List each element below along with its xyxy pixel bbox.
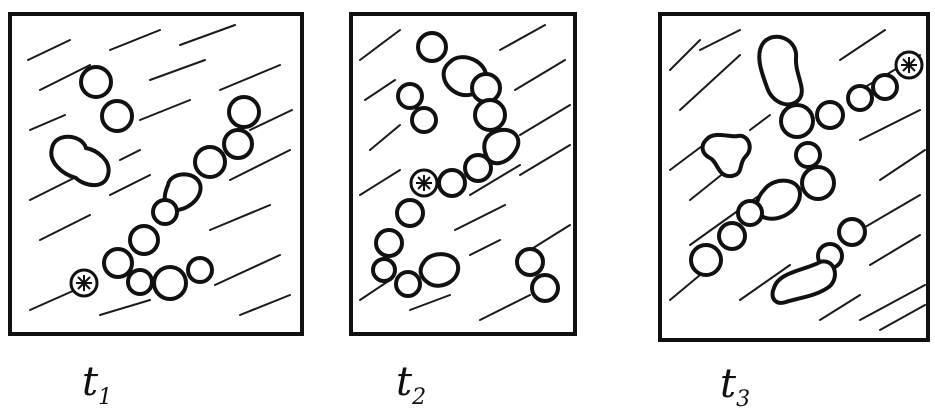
cell bbox=[846, 84, 874, 112]
panel-t3-cells bbox=[689, 34, 924, 305]
cell bbox=[736, 199, 764, 227]
cell bbox=[222, 128, 254, 160]
panel-t1 bbox=[8, 12, 304, 336]
cell-cluster bbox=[700, 132, 752, 179]
cell bbox=[515, 247, 545, 277]
cell bbox=[102, 247, 134, 279]
cell bbox=[463, 153, 493, 183]
cell-cluster bbox=[770, 259, 837, 305]
cell bbox=[437, 168, 467, 198]
cell bbox=[815, 100, 845, 130]
cell bbox=[100, 99, 134, 133]
time-label-t3: t3 bbox=[720, 361, 751, 412]
cell bbox=[530, 273, 560, 303]
cell bbox=[152, 265, 188, 301]
asterisk-icon bbox=[76, 275, 92, 291]
cell bbox=[374, 228, 404, 258]
panel-t2-cells bbox=[371, 31, 560, 303]
cell bbox=[227, 95, 261, 129]
asterisk-icon bbox=[901, 57, 917, 73]
cell bbox=[395, 198, 425, 228]
cell bbox=[151, 198, 179, 226]
panel-t2-hatching bbox=[359, 24, 571, 321]
cell bbox=[794, 141, 822, 169]
panel-t3 bbox=[658, 12, 930, 342]
cell bbox=[396, 82, 424, 110]
cell bbox=[79, 65, 113, 99]
cell bbox=[128, 224, 160, 256]
cell bbox=[717, 221, 747, 251]
cell bbox=[689, 243, 723, 277]
cell-cluster bbox=[49, 134, 111, 188]
time-label-t1: t1 bbox=[82, 359, 113, 410]
panel-t1-cells bbox=[49, 65, 261, 301]
cell bbox=[126, 268, 154, 296]
cell bbox=[186, 256, 214, 284]
cell bbox=[394, 270, 422, 298]
cell bbox=[371, 257, 397, 283]
time-label-t2: t2 bbox=[396, 359, 427, 410]
cell-cluster bbox=[757, 34, 804, 107]
cell bbox=[473, 98, 507, 132]
cell bbox=[837, 217, 867, 247]
cell bbox=[193, 145, 227, 179]
cell-cluster bbox=[482, 127, 521, 166]
cell bbox=[410, 106, 438, 134]
cell bbox=[470, 72, 502, 104]
asterisk-icon bbox=[416, 175, 432, 191]
cell bbox=[779, 103, 815, 139]
panel-t2 bbox=[349, 12, 577, 336]
cell bbox=[871, 73, 899, 101]
panel-t3-hatching bbox=[669, 29, 926, 331]
panel-t1-hatching bbox=[27, 24, 293, 316]
cell bbox=[800, 165, 836, 201]
cell bbox=[416, 31, 448, 63]
cell-cluster bbox=[418, 252, 461, 288]
